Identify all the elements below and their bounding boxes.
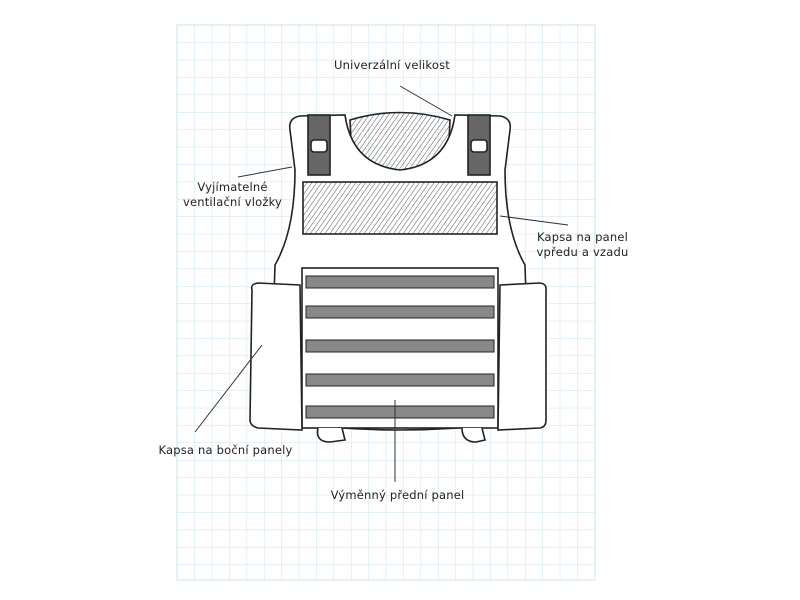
label-side-panel-pocket: Kapsa na boční panely xyxy=(158,443,293,457)
label-front-back-pocket: Kapsa na panel vpředu a vzadu xyxy=(530,230,635,260)
label-ventilation-inserts: Vyjímatelné ventilační vložky xyxy=(165,180,300,210)
label-ventilation-line1: Vyjímatelné xyxy=(197,180,268,194)
vest-drawing xyxy=(249,111,547,443)
label-replaceable-front-panel: Výměnný přední panel xyxy=(330,488,465,502)
label-pocket-line1: Kapsa na panel xyxy=(536,230,629,244)
label-ventilation-line2: ventilační vložky xyxy=(182,195,283,209)
label-universal-size: Univerzální velikost xyxy=(334,58,450,72)
leader-lines xyxy=(194,85,569,482)
label-pocket-line2: vpředu a vzadu xyxy=(536,245,629,259)
